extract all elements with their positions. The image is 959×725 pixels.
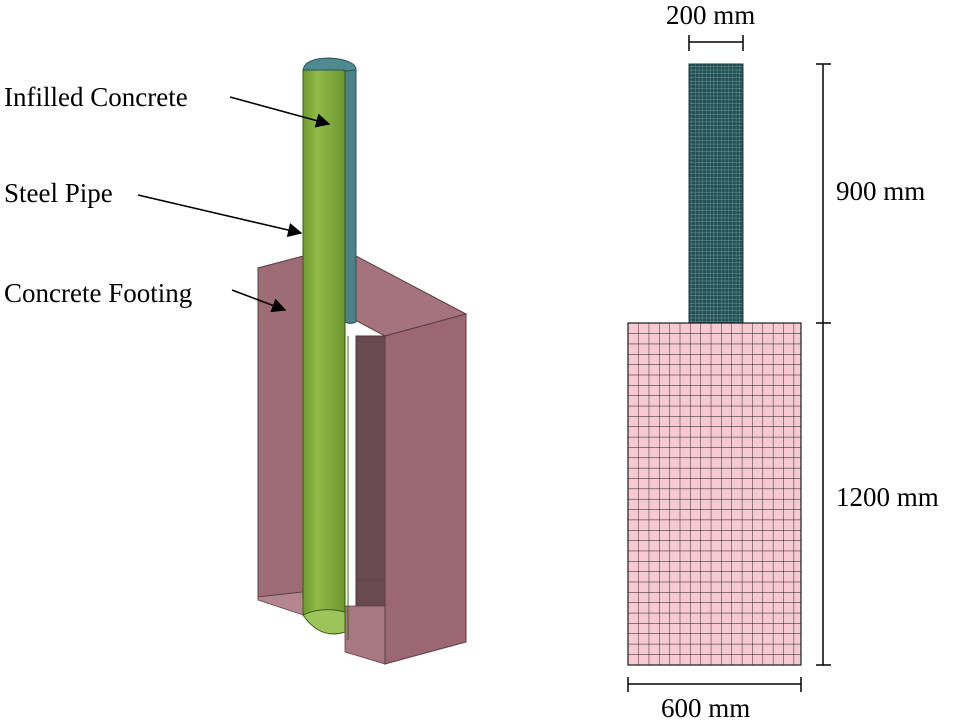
dimension-1200	[816, 323, 831, 666]
footing-front-lower	[344, 605, 386, 665]
dimension-600	[627, 677, 802, 692]
label-steel-pipe: Steel Pipe	[4, 178, 113, 208]
footing-left-face	[257, 255, 304, 598]
arrow-concrete-footing	[231, 289, 287, 313]
dimension-label-footing-width: 600 mm	[661, 693, 751, 723]
dimension-900	[816, 63, 831, 324]
pipe-top-cap	[302, 57, 357, 72]
label-infilled-concrete: Infilled Concrete	[4, 82, 188, 112]
arrow-steel-pipe	[137, 194, 303, 238]
column-mesh	[688, 63, 744, 324]
dimension-label-column-height: 900 mm	[836, 176, 926, 206]
footing-side-face	[384, 313, 467, 665]
steel-pipe-3d	[302, 57, 357, 640]
pipe-bottom-cap	[302, 609, 346, 635]
arrow-infilled-concrete	[229, 96, 331, 128]
footing-mesh	[627, 322, 802, 666]
dimension-label-footing-height: 1200 mm	[836, 482, 939, 512]
steel-pipe-body	[302, 69, 346, 634]
dimension-200	[688, 35, 744, 51]
label-concrete-footing: Concrete Footing	[4, 278, 193, 308]
dimension-label-pipe-diameter: 200 mm	[666, 0, 756, 30]
infilled-concrete-body	[344, 63, 357, 324]
mesh-model	[627, 63, 802, 666]
footing-3d	[256, 246, 468, 665]
